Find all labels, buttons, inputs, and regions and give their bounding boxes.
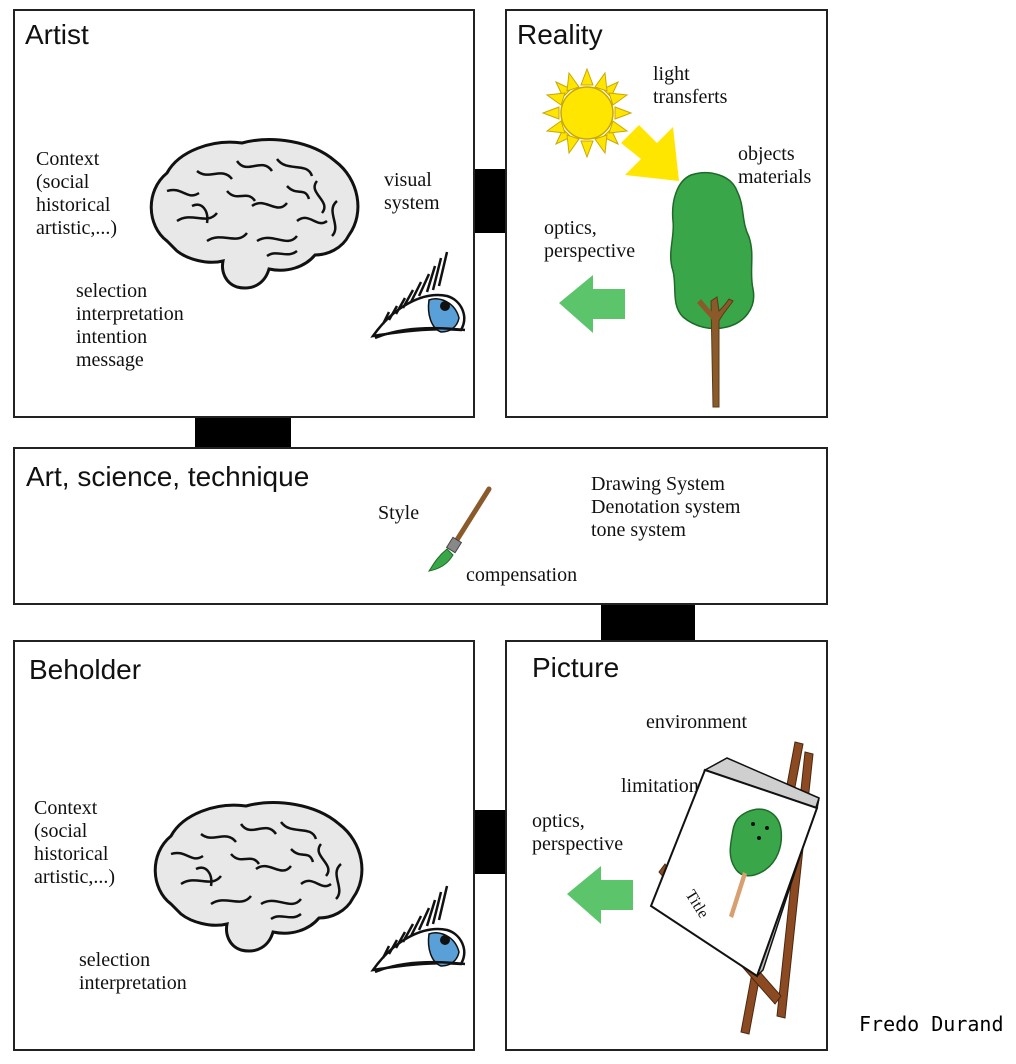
picture-limitations-label: limitations [621,775,707,797]
beholder-title: Beholder [29,654,142,685]
credit-text: Fredo Durand [859,1012,1004,1036]
reality-objects-label: objects materials [738,143,812,188]
artist-visual-system-label: visual system [384,169,440,214]
brain-icon [149,138,360,290]
reality-title: Reality [517,19,603,50]
art-systems-label: Drawing System Denotation system tone sy… [591,473,741,541]
picture-panel: Picture environment limitations optics, … [505,640,828,1051]
beholder-context-label: Context (social historical artistic,...) [34,797,116,888]
art-panel: Art, science, technique Style compensati… [13,447,828,605]
artist-process-label: selection interpretation intention messa… [76,280,184,371]
connector-art-picture [601,604,695,640]
beholder-panel: Beholder Context (social historical arti… [13,640,475,1051]
easel-icon: Title [649,741,820,1035]
optics-arrow-icon [559,275,625,333]
artist-title: Artist [25,19,89,50]
brush-icon [427,486,492,572]
brain-icon [153,801,364,953]
eye-icon [370,885,466,974]
reality-panel: Reality light transferts objects materia… [505,9,828,418]
reality-light-label: light transferts [653,63,728,108]
art-style-label: Style [378,502,420,524]
connector-artist-art [195,416,291,448]
picture-optics-label: optics, perspective [532,810,624,855]
artist-context-label: Context (social historical artistic,...) [36,148,118,239]
connector-beholder-picture [473,810,507,874]
sun-icon [541,67,633,159]
optics-arrow-icon [567,866,633,924]
tree-icon [670,171,755,408]
picture-title: Picture [532,652,620,683]
art-compensation-label: compensation [466,564,578,586]
connector-artist-reality [473,169,507,233]
light-arrow-icon [621,125,679,181]
art-title: Art, science, technique [26,461,310,492]
artist-panel: Artist Context (social historical artist… [13,9,475,418]
picture-environment-label: environment [646,711,748,733]
eye-icon [370,251,466,340]
reality-optics-label: optics, perspective [544,217,636,262]
beholder-process-label: selection interpretation [79,949,187,994]
